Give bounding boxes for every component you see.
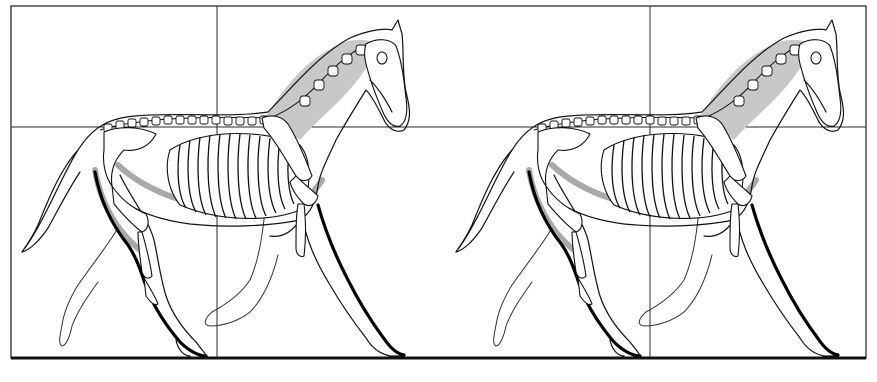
horse-skeleton-left: [22, 20, 410, 356]
